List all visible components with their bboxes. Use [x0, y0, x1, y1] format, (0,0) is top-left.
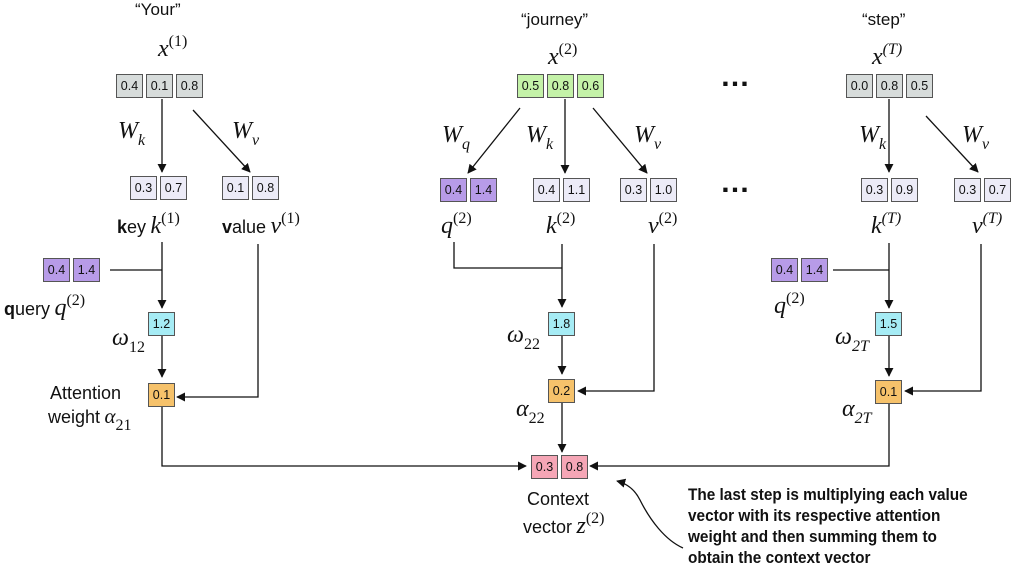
token1-query-label: query q(2) — [4, 292, 86, 321]
arrow-alpha21-to-context — [161, 407, 527, 471]
vector-cell: 0.0 — [846, 74, 873, 98]
vector-cell: 0.8 — [176, 74, 203, 98]
note-pointer-curve — [616, 478, 684, 549]
tokenT-input-vector: 0.0 0.8 0.5 — [846, 74, 933, 98]
vector-cell: 1.4 — [470, 178, 497, 202]
vector-cell: 0.1 — [222, 176, 249, 200]
token2-omega-score: 1.8 — [548, 312, 575, 336]
token1-value-label: value v(1) — [222, 210, 300, 239]
vector-cell: 0.4 — [533, 178, 560, 202]
tokenT-input-label: x(T) — [872, 41, 903, 70]
tokenT-alpha-weight: 0.1 — [875, 380, 902, 404]
vector-cell: 0.8 — [561, 455, 588, 479]
token2-wv-label: Wv — [634, 122, 662, 153]
tokenT-value-vector: 0.3 0.7 — [954, 178, 1011, 202]
token1-key-label: key k(1) — [117, 210, 180, 239]
token1-key-vector: 0.3 0.7 — [130, 176, 187, 200]
line-query2-to-key2 — [453, 242, 562, 269]
arrow-xT-to-value — [925, 115, 979, 173]
token2-wq-label: Wq — [442, 122, 470, 153]
token1-value-vector: 0.1 0.8 — [222, 176, 279, 200]
tokenT-omega-score: 1.5 — [875, 312, 902, 336]
arrow-x2-to-query — [467, 107, 521, 174]
vector-cell: 0.8 — [252, 176, 279, 200]
token2-alpha-label: α22 — [516, 396, 545, 427]
context-label-line2: vector z(2) — [523, 510, 605, 539]
token2-alpha-weight: 0.2 — [548, 379, 575, 403]
vector-cell: 0.3 — [954, 178, 981, 202]
tokenT-v-label: v(T) — [972, 210, 1003, 239]
token1-omega-score: 1.2 — [148, 312, 175, 336]
token1-omega-label: ω12 — [112, 325, 145, 356]
token1-wk-label: Wk — [118, 118, 146, 149]
token2-input-vector: 0.5 0.8 0.6 — [517, 74, 604, 98]
token2-k-label: k(2) — [546, 210, 576, 239]
vector-cell: 0.9 — [891, 178, 918, 202]
vector-cell: 0.6 — [577, 74, 604, 98]
token2-q-label: q(2) — [441, 210, 472, 239]
tokenT-word: “step” — [862, 10, 906, 29]
vector-cell: 0.3 — [861, 178, 888, 202]
vector-cell: 1.4 — [801, 258, 828, 282]
vector-cell: 0.3 — [531, 455, 558, 479]
token2-input-label: x(2) — [548, 41, 578, 70]
arrow-value2-to-alpha — [577, 244, 655, 396]
arrow-valueT-to-alpha — [904, 244, 982, 396]
tokenT-k-label: k(T) — [871, 210, 902, 239]
tokenT-omega-label: ω2T — [835, 324, 869, 355]
token2-omega-label: ω22 — [507, 322, 540, 353]
vector-cell: 0.5 — [906, 74, 933, 98]
context-label-line1: Context — [527, 489, 590, 509]
token1-input-label: x(1) — [158, 33, 188, 62]
vector-cell: 1.1 — [563, 178, 590, 202]
token1-alpha-weight: 0.1 — [148, 383, 175, 407]
token2-key-vector: 0.4 1.1 — [533, 178, 590, 202]
ellipsis-inputs: … — [720, 60, 752, 93]
token1-input-vector: 0.4 0.1 0.8 — [116, 74, 203, 98]
vector-cell: 0.3 — [130, 176, 157, 200]
token1-alpha-label-line2: weight α21 — [48, 404, 132, 434]
token1-wv-label: Wv — [232, 118, 260, 149]
vector-cell: 0.1 — [146, 74, 173, 98]
ellipsis-vectors: … — [720, 166, 752, 199]
annotation-note: The last step is multiplying each value … — [688, 486, 968, 567]
vector-cell: 1.4 — [73, 258, 100, 282]
token1-word: “Your” — [135, 0, 181, 19]
arrow-x2-to-value — [592, 107, 648, 174]
token1-query-vector: 0.4 1.4 — [43, 258, 100, 282]
tokenT-wv-label: Wv — [962, 122, 990, 153]
token2-query-vector: 0.4 1.4 — [440, 178, 497, 202]
tokenT-query-vector: 0.4 1.4 — [771, 258, 828, 282]
tokenT-wk-label: Wk — [859, 122, 887, 153]
tokenT-key-vector: 0.3 0.9 — [861, 178, 918, 202]
token1-alpha-label-line1: Attention — [50, 383, 122, 403]
arrow-alpha2T-to-context — [589, 404, 890, 471]
token2-wk-label: Wk — [526, 122, 554, 153]
context-vector: 0.3 0.8 — [531, 455, 588, 479]
token2-value-vector: 0.3 1.0 — [620, 178, 677, 202]
vector-cell: 1.0 — [650, 178, 677, 202]
arrow-value1-to-alpha — [176, 244, 259, 402]
token2-v-label: v(2) — [648, 210, 678, 239]
tokenT-alpha-label: α2T — [842, 396, 872, 427]
vector-cell: 0.4 — [440, 178, 467, 202]
tokenT-query-label: q(2) — [774, 290, 805, 319]
vector-cell: 0.8 — [876, 74, 903, 98]
vector-cell: 0.5 — [517, 74, 544, 98]
token2-word: “journey” — [521, 10, 589, 29]
vector-cell: 0.4 — [116, 74, 143, 98]
arrow-x1-to-value — [192, 109, 251, 173]
vector-cell: 0.7 — [160, 176, 187, 200]
vector-cell: 0.4 — [771, 258, 798, 282]
vector-cell: 0.8 — [547, 74, 574, 98]
vector-cell: 0.7 — [984, 178, 1011, 202]
vector-cell: 0.3 — [620, 178, 647, 202]
vector-cell: 0.4 — [43, 258, 70, 282]
